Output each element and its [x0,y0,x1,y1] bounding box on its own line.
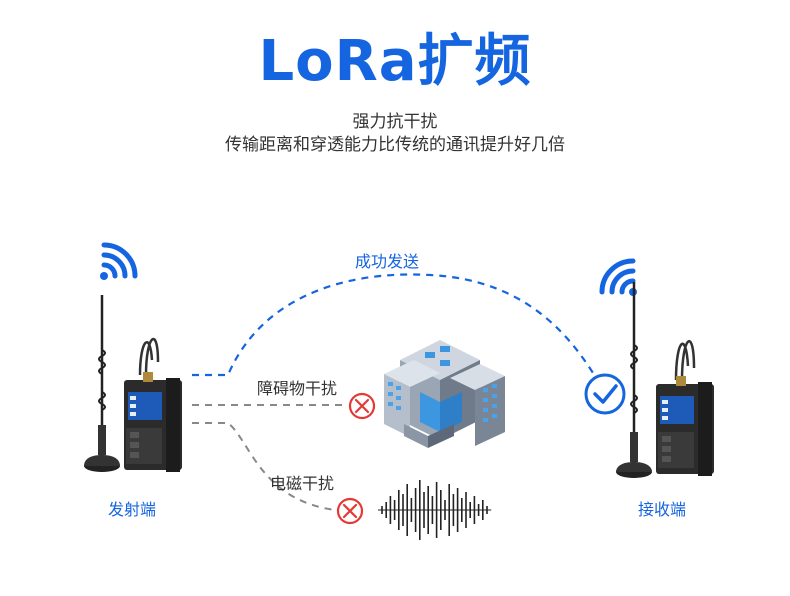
page-title: LoRa扩频 [258,29,532,94]
lora-device-icon [124,337,182,472]
sender-label: 发射端 [108,500,157,519]
obstacle-label: 障碍物干扰 [257,379,338,398]
em-label: 电磁干扰 [270,474,335,493]
success-label: 成功发送 [355,252,420,271]
subtitle-line2: 传输距离和穿透能力比传统的通讯提升好几倍 [225,135,565,155]
antenna-icon [84,295,120,472]
waveform-icon [378,480,492,540]
fail-x-icon [336,497,364,525]
lora-device-icon [656,340,714,476]
building-icon [384,340,505,448]
fail-x-icon [348,392,376,420]
wifi-icon [100,242,138,280]
success-path [192,273,606,394]
em-path [192,422,336,511]
subtitle-line1: 强力抗干扰 [352,112,438,132]
antenna-icon [616,282,652,478]
receiver-label: 接收端 [638,500,687,519]
success-check-icon [584,373,626,415]
wifi-icon [599,258,637,296]
